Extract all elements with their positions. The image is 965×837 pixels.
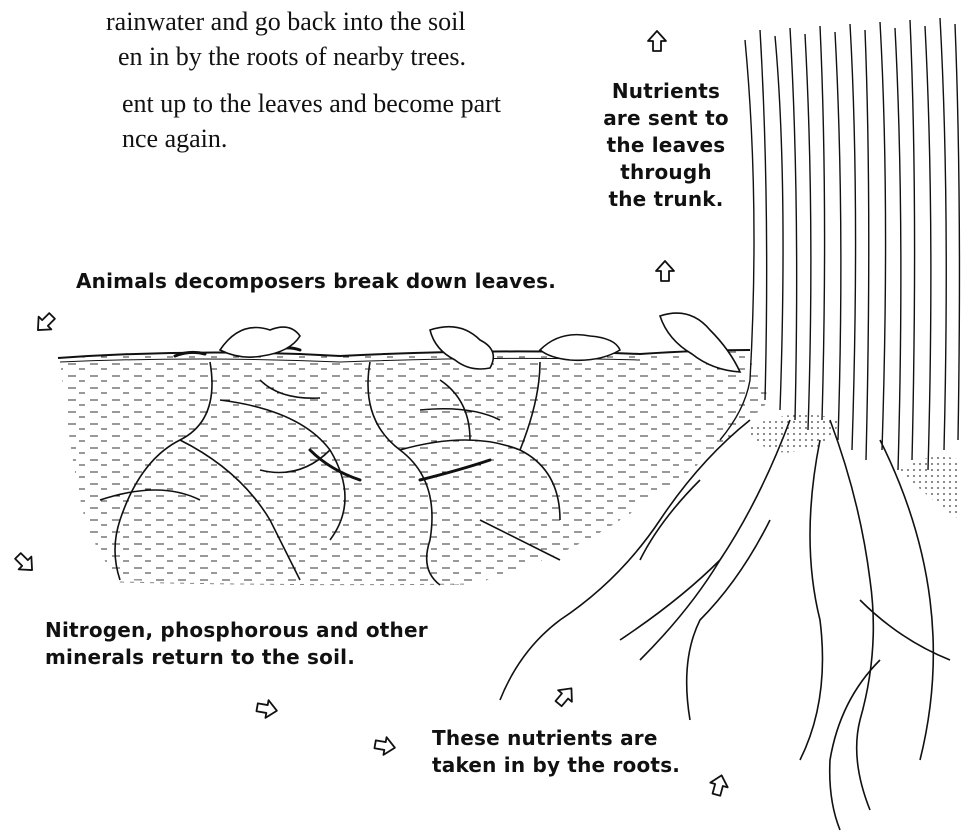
minerals-label: Nitrogen, phosphorous and other minerals… — [45, 617, 428, 671]
trunk-label-line: the trunk. — [600, 186, 732, 213]
decomposers-label: Animals decomposers break down leaves. — [76, 268, 556, 295]
roots-label-line: taken in by the roots. — [432, 752, 680, 779]
trunk-label: Nutrients are sent to the leaves through… — [600, 78, 732, 213]
arrow-right-icon — [254, 696, 280, 722]
soil-layer — [58, 350, 770, 585]
intro-text-line-1: rainwater and go back into the soil — [106, 5, 466, 39]
arrow-up-icon — [644, 28, 670, 54]
arrow-up-icon — [652, 258, 678, 284]
roots-label: These nutrients are taken in by the root… — [432, 725, 680, 779]
arrow-up-right-icon — [552, 683, 578, 709]
arrow-right-icon — [372, 733, 398, 759]
intro-text-line-2: en in by the roots of nearby trees. — [118, 40, 466, 74]
trunk-label-line: through — [600, 159, 732, 186]
minerals-label-line: minerals return to the soil. — [45, 644, 428, 671]
intro-text-line-4: nce again. — [122, 122, 227, 156]
roots-label-line: These nutrients are — [432, 725, 680, 752]
arrow-down-right-icon — [12, 550, 38, 576]
trunk-label-line: Nutrients — [600, 78, 732, 105]
minerals-label-line: Nitrogen, phosphorous and other — [45, 617, 428, 644]
trunk-label-line: are sent to — [600, 105, 732, 132]
trunk-label-line: the leaves — [600, 132, 732, 159]
arrow-down-left-icon — [32, 310, 58, 336]
arrow-up-right-icon — [706, 772, 732, 798]
intro-text-line-3: ent up to the leaves and become part — [122, 87, 501, 121]
